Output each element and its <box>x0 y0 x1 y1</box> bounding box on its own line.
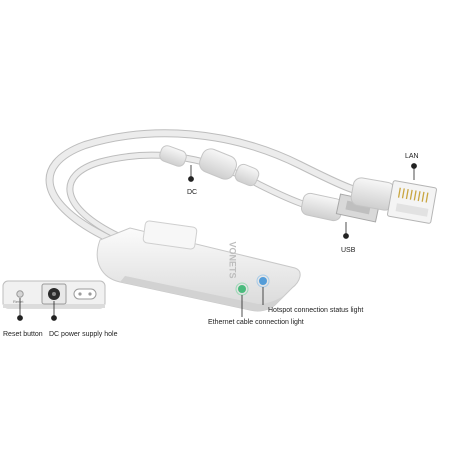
usb-label: USB <box>341 247 356 254</box>
router-body <box>96 220 301 312</box>
hotspot-light-label: Hotspot connection status light <box>268 307 364 314</box>
reset-button-label: Reset button <box>3 331 43 338</box>
dc-junction <box>159 145 260 187</box>
brand-text: VONETS <box>227 241 238 279</box>
inset-reset-text: Reset <box>13 299 24 304</box>
lan-label: LAN <box>405 153 419 160</box>
cables <box>45 129 396 242</box>
ethernet-light-label: Ethernet cable connection light <box>208 319 304 326</box>
lan-plug <box>350 177 437 224</box>
dc-power-hole-label: DC power supply hole <box>49 331 118 338</box>
hotspot-indicator <box>259 277 267 285</box>
top-button-block <box>142 220 198 250</box>
callout-pointers <box>17 163 417 321</box>
dc-label: DC <box>187 189 198 196</box>
ethernet-indicator <box>238 285 246 293</box>
reset-button-hole <box>16 290 24 298</box>
